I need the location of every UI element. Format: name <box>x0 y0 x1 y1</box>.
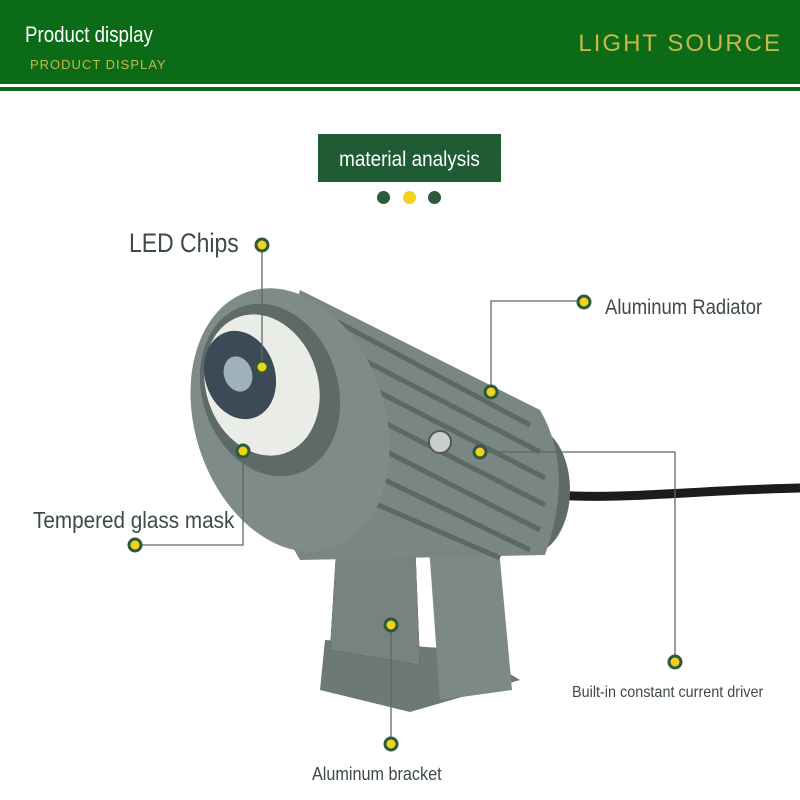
marker-bracket-label <box>383 736 399 752</box>
label-driver: Built-in constant current driver <box>572 684 764 701</box>
header-bar: Product display PRODUCT DISPLAY LIGHT SO… <box>0 0 800 84</box>
dot-left <box>377 191 390 204</box>
label-bracket: Aluminum bracket <box>312 764 442 784</box>
label-led-chips: LED Chips <box>129 228 239 258</box>
section-badge: material analysis <box>318 134 501 182</box>
header-subtitle: PRODUCT DISPLAY <box>30 57 167 72</box>
header-title: Product display <box>25 22 153 47</box>
callout-markers <box>127 237 683 752</box>
callout-lines <box>135 245 676 744</box>
label-aluminum-radiator: Aluminum Radiator <box>605 296 763 319</box>
label-tempered-glass: Tempered glass mask <box>33 507 235 533</box>
marker-driver <box>472 444 488 460</box>
dot-center <box>403 191 416 204</box>
marker-glass-label <box>127 537 143 553</box>
marker-driver-label <box>667 654 683 670</box>
marker-radiator-label <box>576 294 592 310</box>
pivot-screw <box>428 430 452 454</box>
power-cable <box>554 483 800 501</box>
section-badge-text: material analysis <box>339 148 480 171</box>
header-divider <box>0 87 800 91</box>
dot-right <box>428 191 441 204</box>
marker-led-label <box>254 237 270 253</box>
marker-led <box>254 359 270 375</box>
marker-radiator <box>483 384 499 400</box>
section-dots <box>376 191 446 207</box>
marker-glass <box>235 443 251 459</box>
lens-highlight <box>223 356 253 392</box>
header-right-title: LIGHT SOURCE <box>578 30 782 57</box>
marker-bracket <box>383 617 399 633</box>
